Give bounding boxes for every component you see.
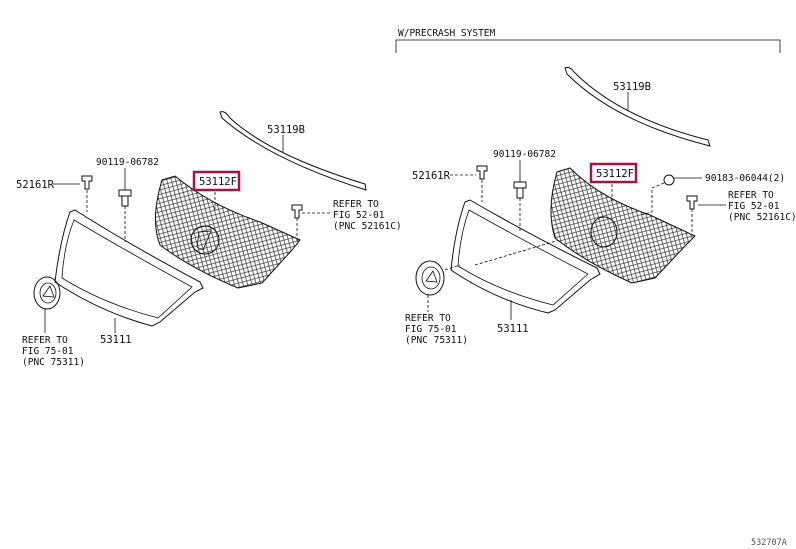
part-label-90119-left[interactable]: 90119-06782 bbox=[96, 157, 159, 168]
figure-code: 532707A bbox=[751, 538, 787, 548]
highlight-box-53112f-right[interactable] bbox=[589, 162, 638, 184]
variant-title: W/PRECRASH SYSTEM bbox=[398, 28, 496, 39]
refer-clip-left-line3[interactable]: (PNC 52161C) bbox=[333, 221, 402, 232]
grille-53112f-left[interactable] bbox=[154, 175, 301, 289]
bolt-icon bbox=[118, 189, 132, 207]
part-label-53119b-right[interactable]: 53119B bbox=[613, 81, 651, 93]
part-label-53111-left[interactable]: 53111 bbox=[100, 334, 132, 346]
refer-emblem-right-line2[interactable]: FIG 75-01 bbox=[405, 324, 457, 335]
refer-clip-right-line1[interactable]: REFER TO bbox=[728, 190, 774, 201]
grille-frame-53111-left[interactable] bbox=[54, 209, 204, 327]
right-assembly: W/PRECRASH SYSTEM 53119B 52161R 90119-06… bbox=[395, 28, 796, 346]
clip-icon bbox=[686, 195, 698, 210]
refer-clip-left-line1[interactable]: REFER TO bbox=[333, 199, 379, 210]
bolt-icon bbox=[513, 181, 527, 199]
left-assembly: 53119B 52161R 90119-06782 53111 REFER TO… bbox=[16, 111, 402, 368]
part-label-53111-right[interactable]: 53111 bbox=[497, 323, 529, 335]
refer-emblem-right-line1[interactable]: REFER TO bbox=[405, 313, 451, 324]
refer-clip-right-line3[interactable]: (PNC 52161C) bbox=[728, 212, 796, 223]
part-label-90183-right[interactable]: 90183-06044(2) bbox=[705, 173, 785, 184]
emblem-right[interactable] bbox=[415, 260, 445, 296]
molding-53119b-right[interactable] bbox=[564, 67, 711, 147]
grille-frame-53111-right[interactable] bbox=[450, 199, 601, 314]
part-label-53119b-left[interactable]: 53119B bbox=[267, 124, 305, 136]
refer-emblem-left-line3[interactable]: (PNC 75311) bbox=[22, 357, 85, 368]
emblem-left[interactable] bbox=[33, 276, 61, 310]
part-label-52161r-left[interactable]: 52161R bbox=[16, 179, 55, 191]
refer-emblem-left-line1[interactable]: REFER TO bbox=[22, 335, 68, 346]
part-label-90119-right[interactable]: 90119-06782 bbox=[493, 149, 556, 160]
nut-icon bbox=[663, 174, 675, 186]
part-label-53112f-right[interactable]: 53112F bbox=[596, 168, 634, 180]
part-label-53112f-left[interactable]: 53112F bbox=[199, 176, 237, 188]
refer-emblem-left-line2[interactable]: FIG 75-01 bbox=[22, 346, 74, 357]
refer-clip-left-line2[interactable]: FIG 52-01 bbox=[333, 210, 385, 221]
refer-emblem-right-line3[interactable]: (PNC 75311) bbox=[405, 335, 468, 346]
refer-clip-right-line2[interactable]: FIG 52-01 bbox=[728, 201, 780, 212]
clip-icon bbox=[291, 204, 303, 219]
grille-53112f-right[interactable] bbox=[550, 167, 696, 284]
variant-bracket bbox=[395, 39, 781, 53]
molding-53119b-left[interactable] bbox=[219, 111, 367, 191]
part-label-52161r-right[interactable]: 52161R bbox=[412, 170, 451, 182]
clip-icon bbox=[476, 165, 488, 180]
clip-icon bbox=[81, 175, 93, 190]
highlight-box-53112f-left[interactable] bbox=[192, 170, 241, 192]
